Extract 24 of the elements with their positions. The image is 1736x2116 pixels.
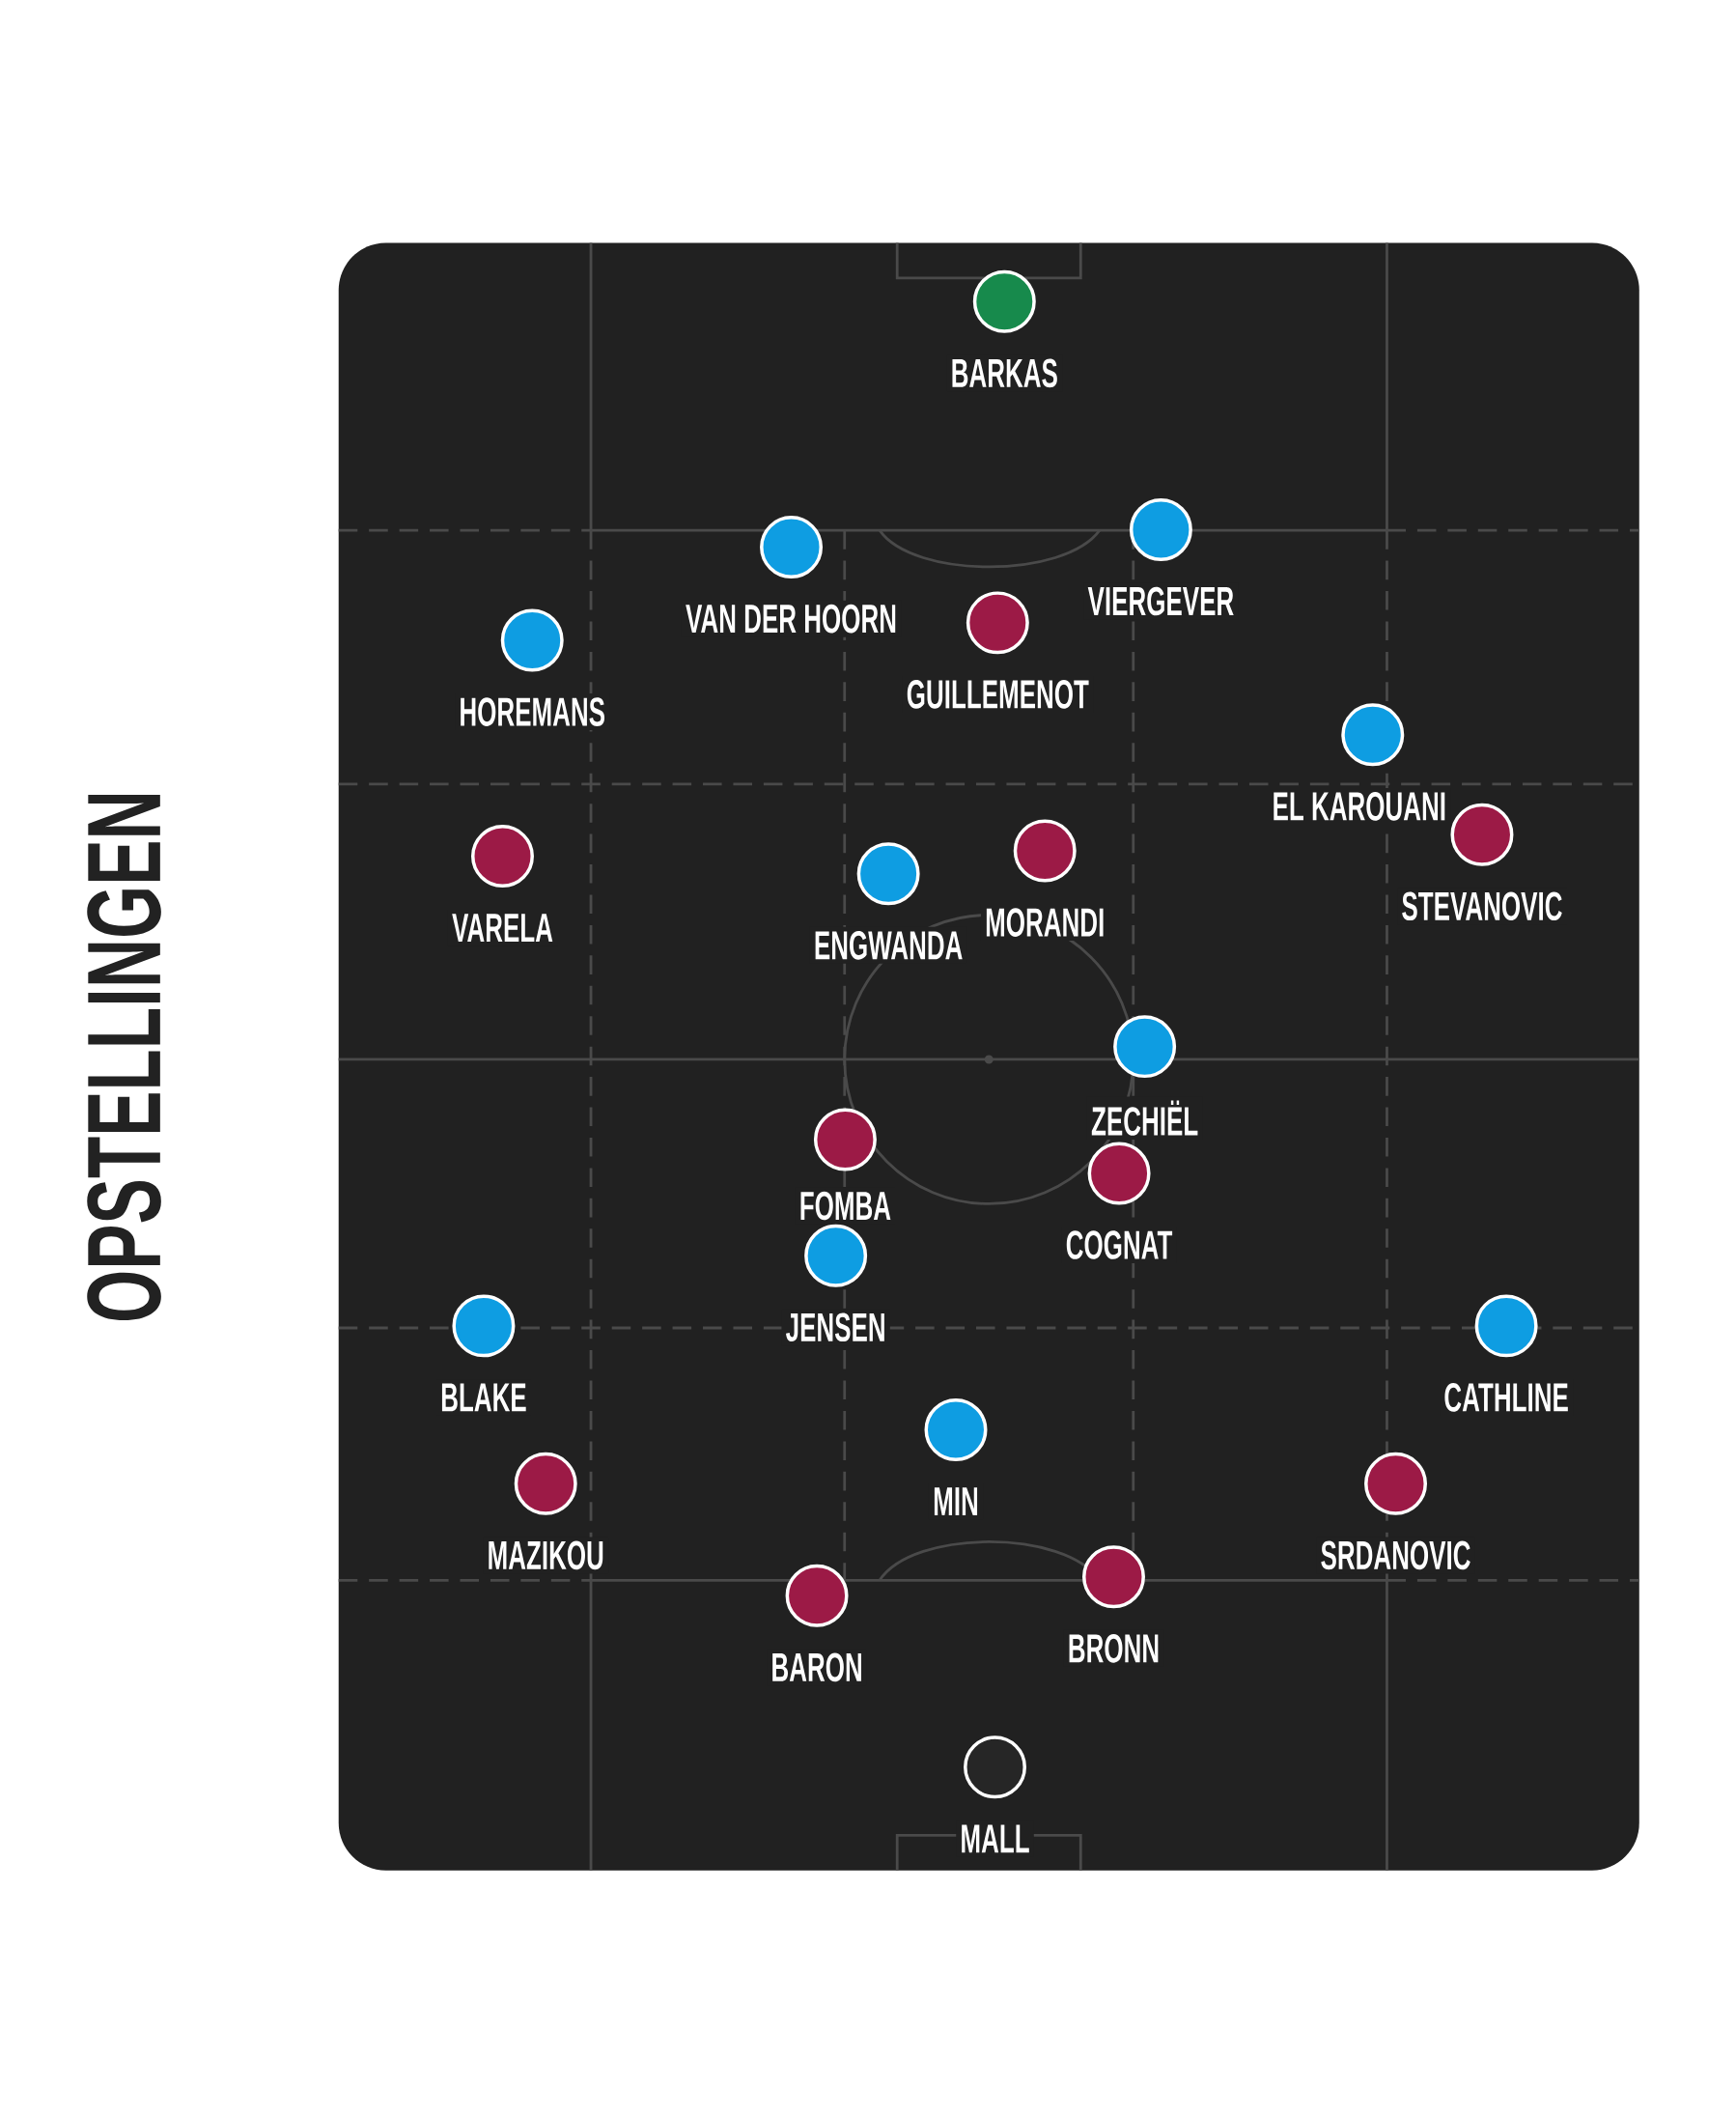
player-name: FOMBA xyxy=(795,1187,896,1225)
player-name: JENSEN xyxy=(781,1309,890,1346)
player-name: MAZIKOU xyxy=(483,1537,608,1574)
player-name: MALL xyxy=(956,1820,1034,1857)
player-name: CATHLINE xyxy=(1440,1378,1573,1416)
player-name: VIERGEVER xyxy=(1083,582,1239,620)
player-name: VARELA xyxy=(447,910,557,946)
player-name: HOREMANS xyxy=(455,693,610,731)
player-name: ENGWANDA xyxy=(809,926,967,964)
player-name: VAN DER HOORN xyxy=(681,600,902,637)
player-name: EL KAROUANI xyxy=(1268,787,1451,825)
player-name: GUILLEMENOT xyxy=(902,675,1093,713)
player-name: COGNAT xyxy=(1061,1227,1177,1264)
player-name: BRONN xyxy=(1063,1629,1164,1667)
player-name: MORANDI xyxy=(980,904,1109,942)
player-name: MIN xyxy=(928,1482,983,1520)
player-name: STEVANOVIC xyxy=(1397,888,1567,925)
vertical-title: OPSTELLINGEN xyxy=(87,794,161,1321)
player-name: BLAKE xyxy=(435,1379,531,1416)
football-pitch xyxy=(338,242,1639,1871)
player-name: ZECHIËL xyxy=(1086,1096,1203,1140)
player-name: BARON xyxy=(767,1649,867,1686)
player-name: SRDANOVIC xyxy=(1316,1537,1475,1574)
player-name: BARKAS xyxy=(946,354,1062,392)
